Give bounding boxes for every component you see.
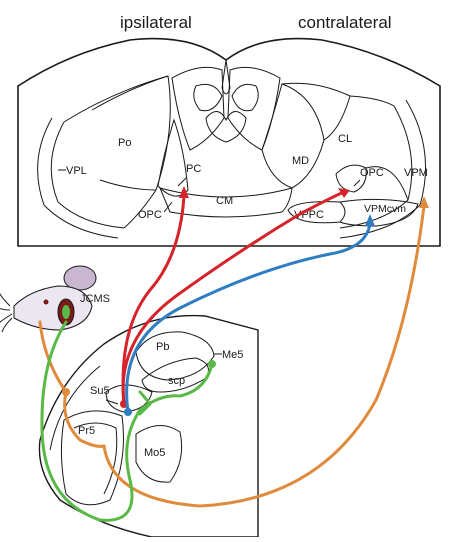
label-pr5: Pr5	[78, 425, 95, 437]
label-vpmcvm: VPMcvm	[364, 203, 406, 215]
label-opc-right: OPC	[360, 167, 384, 179]
label-me5: Me5	[222, 349, 243, 361]
mouse-head: JCMS	[0, 266, 110, 332]
label-pc: PC	[186, 163, 201, 175]
po-outline	[92, 76, 168, 190]
thalamus-section: VPL Po PC OPC CM MD CL OPC VPM VPPC VPMc…	[18, 39, 440, 246]
label-md: MD	[292, 155, 309, 167]
label-cl: CL	[338, 133, 352, 145]
label-su5: Su5	[90, 385, 110, 397]
label-po: Po	[118, 137, 131, 149]
blue-node-icon	[124, 408, 132, 416]
label-jcms: JCMS	[80, 293, 110, 305]
left-medial-lobe	[194, 84, 222, 110]
left-capsule-outer	[38, 118, 118, 238]
whiskers-icon	[0, 290, 12, 332]
opc-right-leader	[354, 180, 360, 186]
label-mo5: Mo5	[144, 447, 165, 459]
jcms-spot-icon	[62, 305, 70, 319]
label-opc-left: OPC	[138, 209, 162, 221]
central-lobes	[206, 111, 246, 142]
vpm-outline	[350, 96, 408, 200]
pc-leader	[178, 178, 186, 186]
label-scp: scp	[168, 375, 185, 387]
orange-node-icon	[62, 388, 70, 396]
opc-left-leader	[164, 202, 172, 212]
mouse-eye-icon	[44, 300, 49, 305]
label-vpm: VPM	[404, 167, 428, 179]
vpl-outline	[64, 76, 170, 228]
cl-outline	[282, 83, 350, 140]
left-capsule-inner	[51, 122, 124, 228]
green-node-icon	[208, 360, 216, 368]
heading-contralateral: contralateral	[298, 13, 392, 32]
label-cm: CM	[216, 195, 233, 207]
right-medial-lobe	[232, 84, 258, 110]
heading-ipsilateral: ipsilateral	[120, 13, 192, 32]
md-outline	[262, 84, 324, 188]
label-pb: Pb	[156, 341, 169, 353]
label-vpl: VPL	[66, 165, 87, 177]
